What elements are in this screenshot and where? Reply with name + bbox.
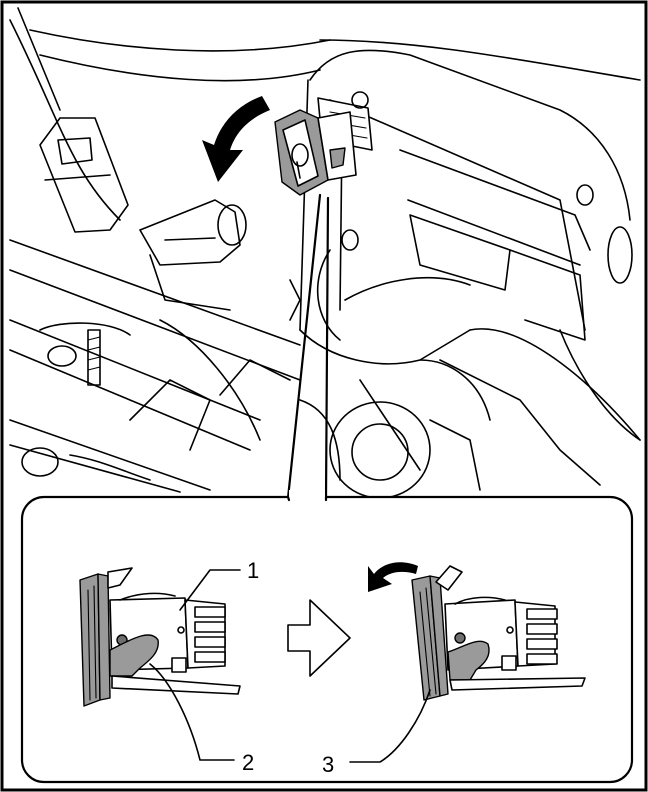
- connector-detail-before: [79, 567, 241, 707]
- callout-label-3: 3: [322, 752, 334, 777]
- vehicle-interior-illustration: [9, 7, 641, 499]
- leader-2: [149, 663, 235, 761]
- leader-1: [179, 569, 241, 611]
- block-arrow-right-icon: [287, 599, 351, 677]
- connector-detail-after: [411, 565, 586, 701]
- callout-wedge-right: [324, 196, 330, 500]
- curved-arrow-icon-detail: [368, 562, 418, 592]
- callout-wedge-left: [286, 193, 322, 500]
- callout-label-2: 2: [242, 750, 254, 775]
- leader-3: [349, 689, 431, 763]
- curved-arrow-icon: [202, 96, 270, 182]
- connector-top-view: [274, 91, 373, 196]
- callout-label-1: 1: [247, 558, 259, 583]
